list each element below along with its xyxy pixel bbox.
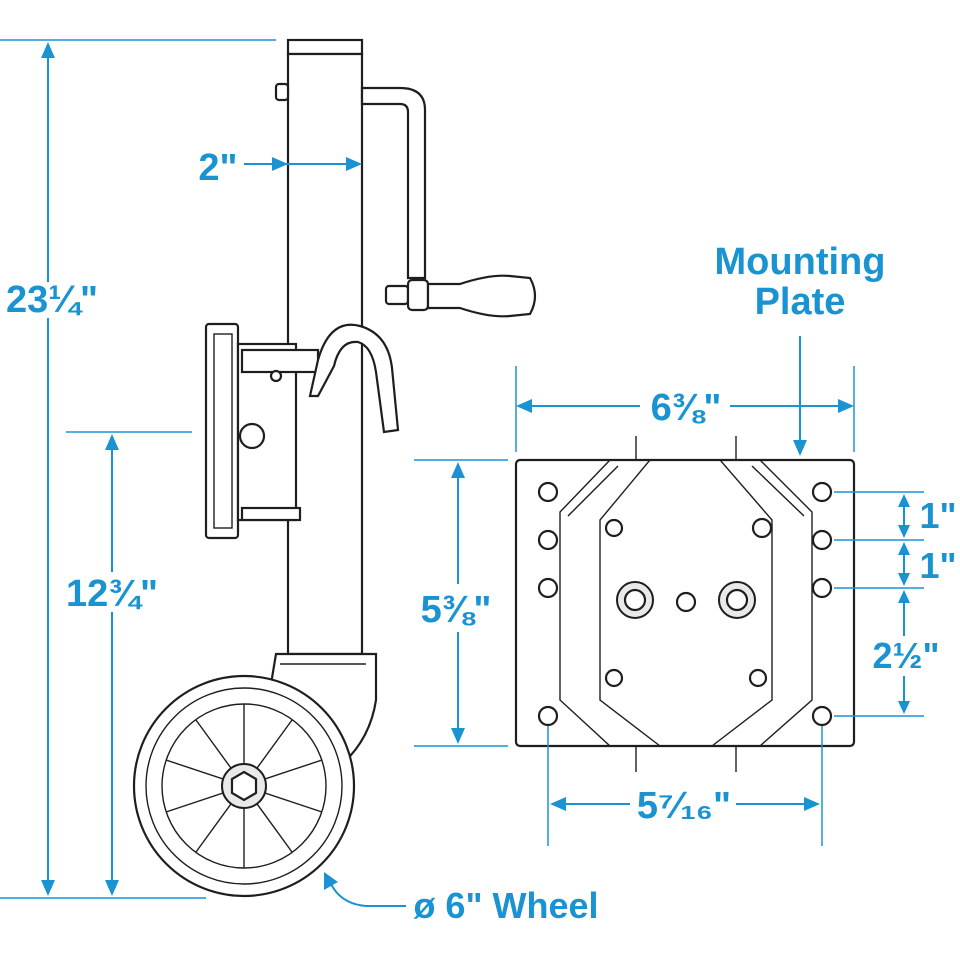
hole-spacing-bottom-label: 2½" (872, 635, 939, 676)
dimension-lines (0, 39, 924, 907)
hole-spacing-1b-label: 1" (919, 545, 956, 586)
swing-jack-drawing (132, 38, 537, 898)
hole-spacing-width-label: 5⁷⁄₁₆" (637, 785, 731, 827)
total-height-label: 23¼" (6, 279, 98, 321)
mounting-plate-label-line1: Mounting (715, 241, 886, 283)
crank-handle-knob (384, 274, 537, 318)
plate-width-label: 6⅜" (651, 387, 722, 429)
hole-spacing-1a-label: 1" (919, 495, 956, 536)
swivel-bracket (204, 322, 400, 540)
mounting-plate-label-line2: Plate (755, 281, 846, 323)
lower-height-label: 12¾" (66, 573, 158, 615)
mounting-plate-drawing (514, 436, 856, 772)
tube-width-label: 2" (198, 147, 237, 189)
wheel (132, 674, 356, 898)
wheel-label: ø 6" Wheel (413, 885, 598, 926)
plate-height-label: 5⅜" (421, 589, 492, 631)
